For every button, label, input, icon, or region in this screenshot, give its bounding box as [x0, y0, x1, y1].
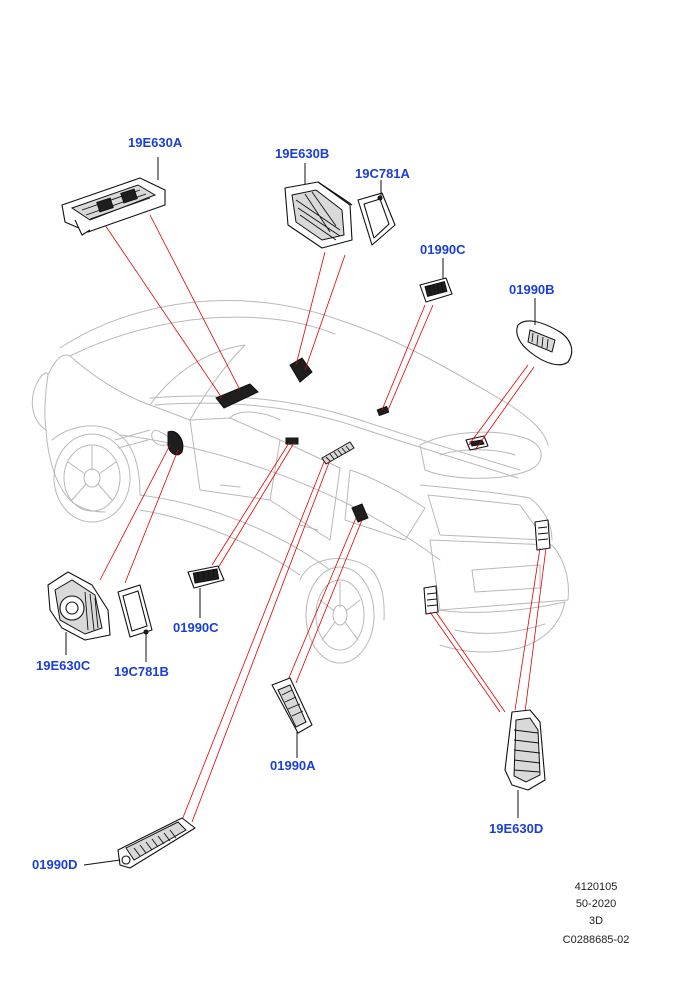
callout-lines [99, 214, 547, 823]
vehicle-outline [31, 300, 569, 664]
part-01990d-drawing [83, 817, 196, 869]
part-01990a-drawing [271, 677, 313, 758]
label-19e630c: 19E630C [36, 658, 91, 673]
label-01990d: 01990D [32, 857, 78, 872]
label-19e630d: 19E630D [489, 821, 543, 836]
part-19e630b-drawing [284, 163, 353, 249]
part-19e630c-drawing [47, 571, 111, 655]
part-01990c-left-drawing [187, 565, 225, 618]
part-19c781b-drawing [117, 584, 153, 662]
part-labels: 19E630A 19E630B 19C781A 01990C 01990B 19… [32, 135, 555, 872]
label-01990a: 01990A [270, 758, 316, 773]
part-19c781a-drawing [357, 180, 396, 246]
label-19e630a: 19E630A [128, 135, 183, 150]
part-19e630d-drawing [504, 709, 546, 818]
reference-line-3: 3D [589, 915, 603, 927]
label-01990b: 01990B [509, 282, 555, 297]
label-01990c-left: 01990C [173, 620, 219, 635]
label-19c781b: 19C781B [114, 664, 169, 679]
label-19c781a: 19C781A [355, 166, 411, 181]
reference-line-2: 50-2020 [576, 898, 616, 910]
label-19e630b: 19E630B [275, 146, 329, 161]
label-01990c-top: 01990C [420, 242, 466, 257]
part-01990c-top-drawing [419, 258, 453, 303]
vehicle-vent-marks [167, 357, 551, 615]
reference-block: 4120105 50-2020 3D C0288685-02 [563, 881, 630, 946]
part-01990b-drawing [516, 298, 573, 366]
reference-line-4: C0288685-02 [563, 934, 630, 946]
part-19e630a-drawing [61, 157, 166, 236]
reference-line-1: 4120105 [575, 881, 618, 893]
